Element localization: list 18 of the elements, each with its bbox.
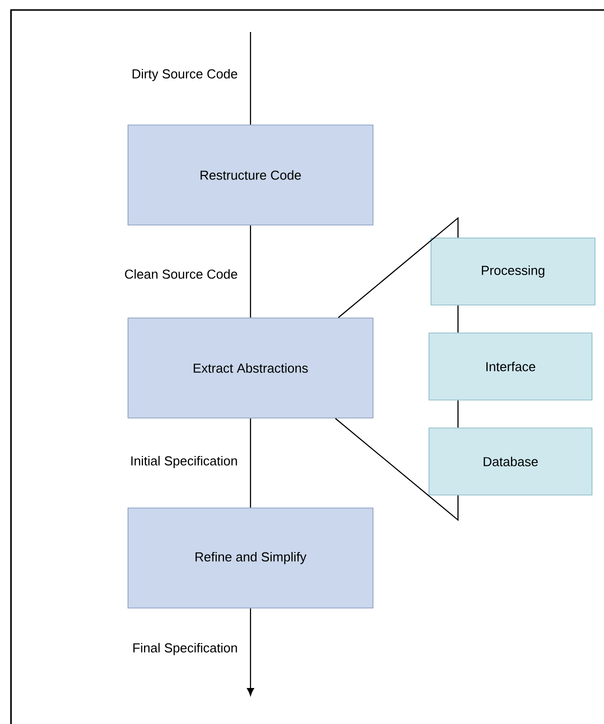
connector-line — [250, 225, 252, 318]
connector-line — [457, 400, 459, 428]
process-box: Restructure Code — [128, 124, 374, 226]
connector-line — [338, 216, 459, 318]
component-box: Interface — [428, 332, 592, 400]
process-box: Refine and Simplify — [128, 508, 374, 608]
component-box: Database — [428, 428, 592, 496]
arrow — [247, 608, 254, 696]
edge-label: Final Specification — [130, 640, 240, 658]
process-box: Extract Abstractions — [128, 318, 374, 418]
connector-line — [250, 418, 252, 508]
component-box: Processing — [430, 238, 596, 306]
connector-line — [335, 418, 459, 522]
connector-line — [250, 32, 252, 125]
edge-label: Dirty Source Code — [130, 66, 240, 84]
connector-line — [457, 305, 459, 333]
edge-label: Initial Specification — [128, 454, 240, 470]
edge-label: Clean Source Code — [122, 267, 240, 281]
